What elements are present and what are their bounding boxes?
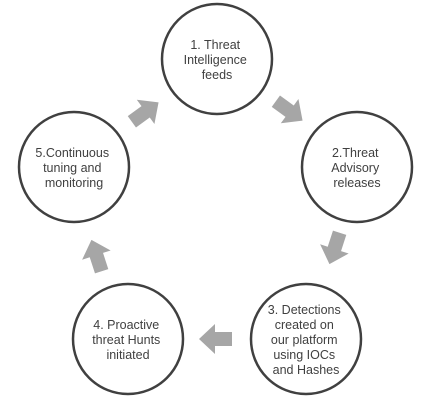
stage-1-circle (160, 2, 274, 116)
stage-5-label: 5.Continuous tuning and monitoring (35, 146, 112, 190)
stage-2-line-3: releases (333, 176, 380, 190)
stage-4-label: 4. Proactive threat Hunts initiated (92, 318, 164, 362)
stage-4-line-1: 4. Proactive (93, 318, 159, 332)
stage-3-line-1: 3. Detections (268, 303, 341, 317)
arrow-4-to-5 (82, 239, 111, 274)
stage-2-line-1: 2.Threat (332, 146, 379, 160)
stage-4-line-3: initiated (106, 348, 149, 362)
stage-3-line-4: using IOCs (273, 348, 335, 362)
stage-4-circle (71, 282, 185, 396)
stage-3-circle (249, 282, 363, 396)
arrow-2-to-3 (320, 230, 349, 265)
stage-2-label: 2.Threat Advisory releases (331, 146, 382, 190)
arrow-1-to-2 (271, 95, 303, 124)
stage-5-line-2: tuning and (43, 161, 101, 175)
arrow-3-to-4 (199, 324, 232, 354)
stage-1-label: 1. Threat Intelligence feeds (184, 38, 251, 82)
stage-1-line-3: feeds (202, 68, 233, 82)
stage-1-line-1: 1. Threat (190, 38, 240, 52)
arrow-5-to-1 (127, 99, 159, 128)
stage-1-line-2: Intelligence (184, 53, 247, 67)
stage-4-line-2: threat Hunts (92, 333, 160, 347)
stage-3-line-2: created on (275, 318, 334, 332)
stage-3-line-3: our platform (271, 333, 338, 347)
stage-2-line-2: Advisory (331, 161, 380, 175)
stage-3-label: 3. Detections created on our platform us… (268, 303, 344, 377)
stage-2-circle (300, 110, 414, 224)
stage-3-line-5: and Hashes (273, 363, 340, 377)
stage-5-line-1: 5.Continuous (35, 146, 109, 160)
stage-5-circle (17, 110, 131, 224)
stage-5-line-3: monitoring (45, 176, 103, 190)
